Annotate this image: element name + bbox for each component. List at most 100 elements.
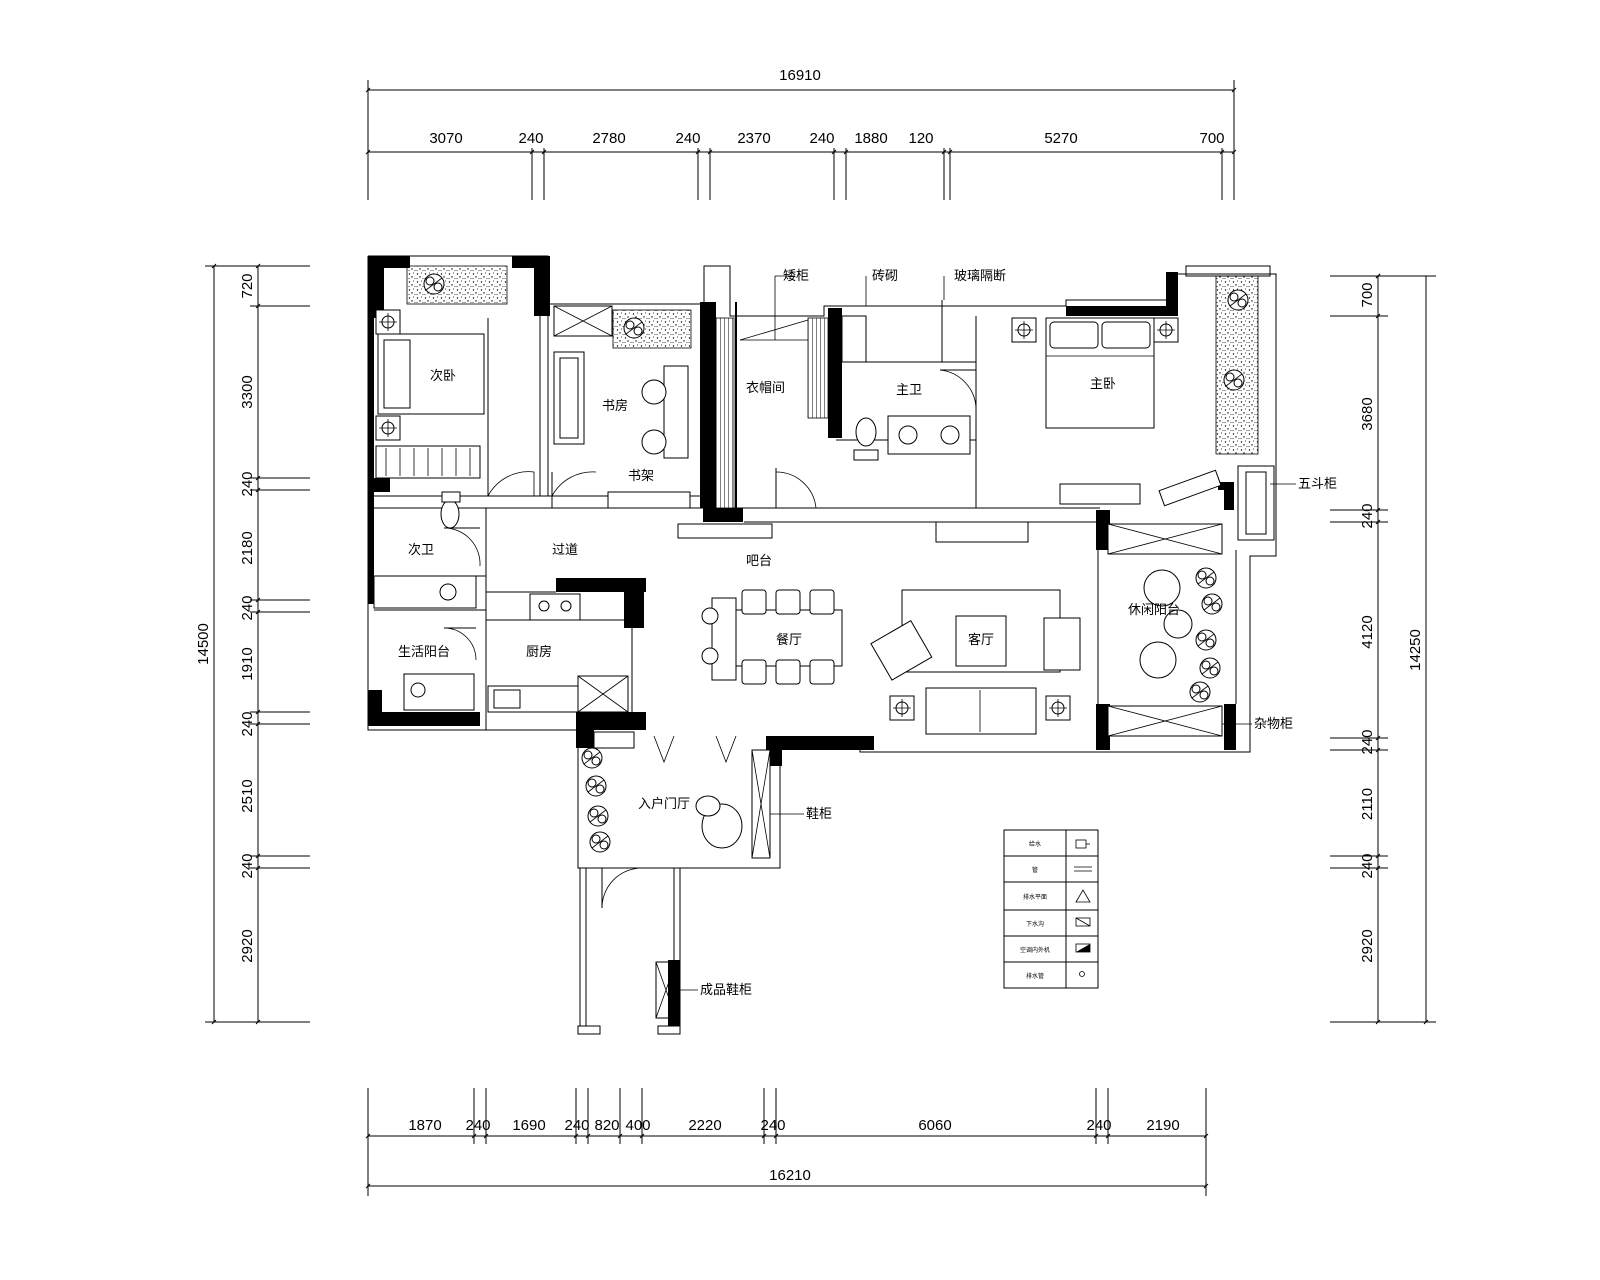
callout-glass-partition: 玻璃隔断 [954, 269, 1006, 284]
planters [406, 265, 1271, 455]
plant-icon [1195, 567, 1217, 589]
dim-left-3: 240 [239, 471, 256, 496]
dim-top-9: 5270 [1044, 130, 1077, 147]
callouts: 矮柜 砖砌 玻璃隔断 五斗柜 杂物柜 鞋柜 成品鞋柜 [680, 269, 1337, 998]
label-second-bath: 次卫 [408, 542, 434, 558]
plant-icon [1223, 369, 1245, 391]
dim-right-4: 4120 [1359, 615, 1376, 648]
label-master-bedroom: 主卧 [1090, 377, 1116, 392]
dim-right-5: 240 [1359, 729, 1376, 754]
plant-icon [581, 747, 603, 769]
dim-right-6: 2110 [1359, 788, 1376, 820]
plant-icon [585, 775, 607, 797]
drain-pipe-icon [1079, 971, 1085, 977]
lamp-icon [375, 309, 401, 335]
dim-left-10: 2920 [239, 929, 256, 962]
lamp-icon [1011, 317, 1037, 343]
desk [663, 365, 689, 459]
label-dining: 餐厅 [776, 632, 802, 648]
plant-icon [587, 805, 609, 827]
dim-right-7: 240 [1359, 853, 1376, 878]
dim-top-5: 2370 [737, 130, 770, 147]
dim-top-10: 700 [1199, 130, 1224, 147]
lamp-icon [1045, 695, 1071, 721]
bathtub [373, 575, 477, 609]
plant-icon [589, 831, 611, 853]
armchair-left [870, 619, 933, 681]
tv-cabinet-dining [677, 523, 773, 539]
dim-left-8: 2510 [239, 779, 256, 812]
lamp-icon [889, 695, 915, 721]
legend-row-3: 排水平面 [1023, 893, 1047, 901]
doors [443, 369, 977, 909]
label-corridor: 过道 [552, 543, 578, 558]
stove [529, 593, 581, 621]
dim-left-7: 240 [239, 711, 256, 736]
dim-bot-8: 240 [760, 1117, 785, 1134]
ac-unit-icon [1075, 943, 1091, 953]
dim-left-2: 3300 [239, 375, 256, 408]
callout-brick-wall: 砖砌 [872, 269, 898, 284]
dim-right-2: 3680 [1359, 397, 1376, 430]
cloak-shelf-right [807, 317, 829, 419]
coffee-table [955, 615, 1007, 667]
dim-bot-7: 2220 [688, 1117, 721, 1134]
bookshelf [607, 491, 691, 509]
legend-row-6: 排水管 [1026, 972, 1044, 980]
plant-icon [423, 273, 445, 295]
legend-table: 给水 管 排水平面 下水沟 空调内外机 排水管 [1003, 829, 1099, 989]
label-leisure-balcony: 休闲阳台 [1128, 603, 1180, 618]
dim-top-6: 240 [809, 130, 834, 147]
plant-icon [1189, 681, 1211, 703]
dim-right-3: 240 [1359, 503, 1376, 528]
legend-row-5: 空调内外机 [1020, 946, 1050, 954]
label-study: 书房 [602, 398, 628, 414]
pipe-icon [1074, 866, 1092, 872]
label-utility-balcony: 生活阳台 [398, 645, 450, 660]
lamp-icon [375, 415, 401, 441]
sofa [925, 687, 1037, 735]
plant-icon [623, 317, 645, 339]
legend-row-1: 给水 [1029, 840, 1041, 848]
plant-icon [1195, 629, 1217, 651]
dim-bot-9: 6060 [918, 1117, 951, 1134]
legend-row-4: 下水沟 [1026, 920, 1044, 928]
label-bar: 吧台 [746, 554, 772, 569]
callout-storage-cabinet: 杂物柜 [1254, 717, 1293, 732]
label-living: 客厅 [968, 632, 994, 648]
callout-five-drawer: 五斗柜 [1298, 477, 1337, 492]
bottom-dimensions: 1870 240 1690 240 820 400 2220 240 6060 … [365, 1088, 1209, 1196]
room-labels: 次卧 书房 书架 衣帽间 主卫 主卧 次卫 过道 吧台 餐厅 客厅 休闲阳台 厨… [398, 368, 1180, 812]
plant-icon [1201, 593, 1223, 615]
dim-left-5: 240 [239, 595, 256, 620]
furniture [373, 305, 1275, 1035]
dim-bot-1: 1870 [408, 1117, 441, 1134]
dim-top-1: 3070 [429, 130, 462, 147]
right-dimensions: 700 3680 240 4120 240 2110 240 2920 1425… [1330, 273, 1436, 1025]
dim-top-7: 1880 [854, 130, 887, 147]
dining-table [735, 609, 843, 667]
dim-bot-3: 1690 [512, 1117, 545, 1134]
dim-left-4: 2180 [239, 531, 256, 564]
dim-bot-total: 16210 [769, 1167, 811, 1184]
lamp-icon [1153, 317, 1179, 343]
dim-right-total: 14250 [1407, 629, 1424, 671]
dim-right-8: 2920 [1359, 929, 1376, 962]
dim-top-3: 2780 [592, 130, 625, 147]
dim-top-2: 240 [518, 130, 543, 147]
dim-bot-10: 240 [1086, 1117, 1111, 1134]
dim-bot-11: 2190 [1146, 1117, 1179, 1134]
dim-right-1: 700 [1359, 282, 1376, 307]
plant-icon [1227, 289, 1249, 311]
dim-top-8: 120 [908, 130, 933, 147]
tv-cabinet-master [1059, 483, 1141, 505]
tv-cabinet-living [935, 521, 1029, 543]
dim-bot-6: 400 [625, 1117, 650, 1134]
dim-top-total: 16910 [779, 67, 821, 84]
toilet-second [440, 499, 460, 529]
dim-bot-4: 240 [564, 1117, 589, 1134]
label-kitchen: 厨房 [526, 644, 552, 660]
gutter-icon [1075, 917, 1091, 927]
dim-left-total: 14500 [195, 623, 212, 665]
